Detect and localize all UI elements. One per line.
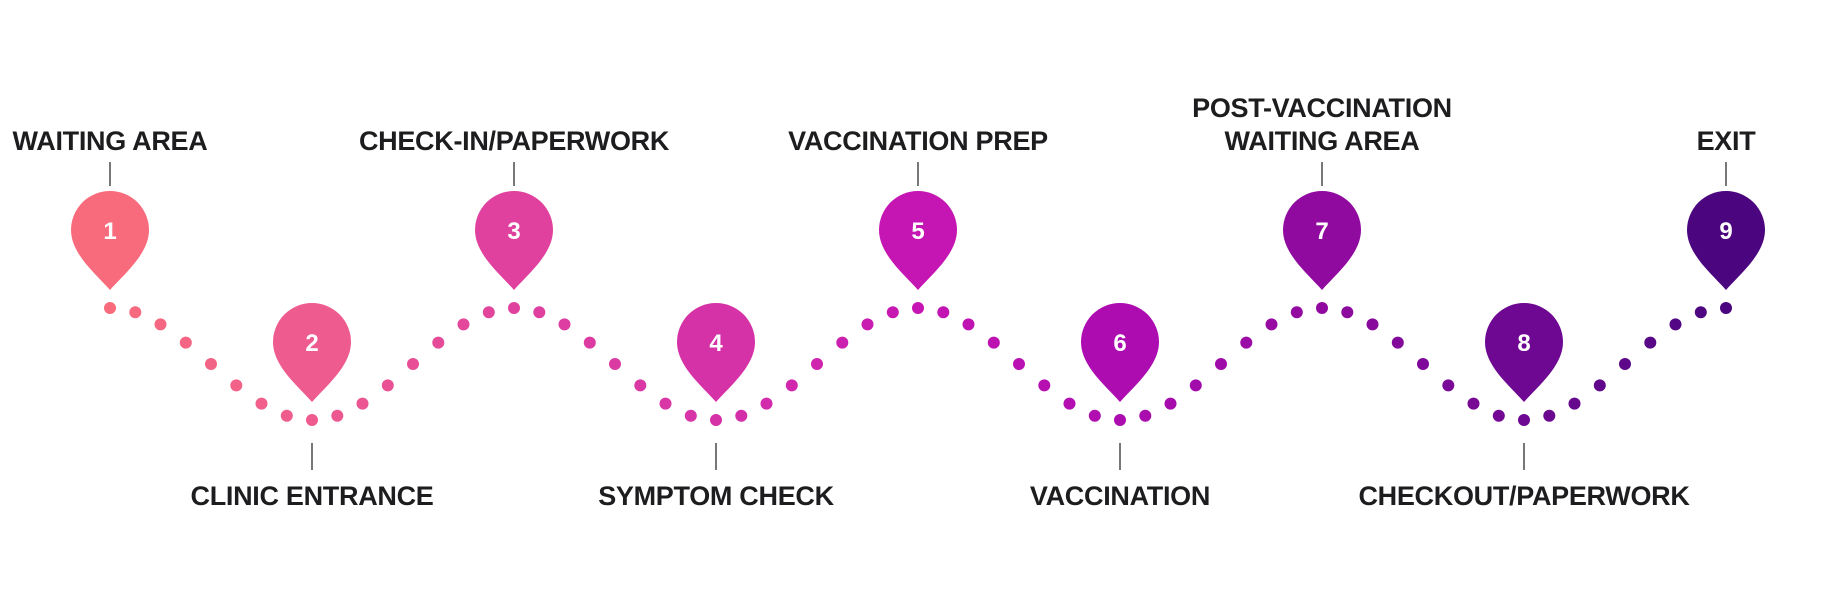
path-dot <box>533 306 546 319</box>
path-dot <box>1189 379 1202 392</box>
label-connectors <box>109 162 1727 470</box>
path-dot <box>861 318 874 331</box>
path-dot <box>1290 306 1303 319</box>
path-dot <box>1593 379 1606 392</box>
step-label: VACCINATION <box>1030 481 1210 511</box>
path-dot <box>482 306 495 319</box>
path-dot <box>1038 379 1051 392</box>
step-label: WAITING AREA <box>13 126 208 156</box>
step-number: 6 <box>1113 330 1126 357</box>
location-pin-icon <box>71 190 149 290</box>
path-dot <box>836 336 849 349</box>
path-dot <box>1492 409 1505 422</box>
path-dot <box>432 336 445 349</box>
path-dot <box>205 358 217 370</box>
step-number: 8 <box>1517 330 1530 357</box>
step-label: VACCINATION PREP <box>788 126 1048 156</box>
step-label: SYMPTOM CHECK <box>598 481 834 511</box>
step-number: 2 <box>305 330 318 357</box>
path-dot <box>1316 302 1328 314</box>
path-dot <box>886 306 899 319</box>
step-labels: WAITING AREA CLINIC ENTRANCE CHECK-IN/PAPE… <box>13 93 1757 511</box>
path-dot <box>987 336 1000 349</box>
step-number: 4 <box>709 330 723 357</box>
location-pin-icon <box>1283 191 1361 290</box>
path-dot <box>1543 409 1556 422</box>
step-number: 5 <box>911 218 924 245</box>
path-dot <box>457 318 470 331</box>
path-dot <box>710 414 722 426</box>
path-dot <box>255 397 268 410</box>
step-number: 9 <box>1719 218 1732 245</box>
location-pin-icon <box>475 191 553 290</box>
path-dot <box>306 414 318 426</box>
path-dot <box>104 302 116 314</box>
step-label: POST-VACCINATION <box>1192 93 1452 123</box>
location-pin-icon <box>677 303 755 402</box>
path-dot <box>1265 318 1278 331</box>
step-number: 1 <box>103 218 116 245</box>
step-number: 7 <box>1315 218 1328 245</box>
step-label: CLINIC ENTRANCE <box>191 481 434 511</box>
path-dot <box>1669 318 1682 331</box>
path-dot <box>1568 397 1581 410</box>
step-label: EXIT <box>1697 126 1757 156</box>
path-dot <box>1215 358 1227 370</box>
path-dot <box>1442 379 1455 392</box>
path-dot <box>1391 336 1404 349</box>
path-dot <box>1467 397 1480 410</box>
step-label: WAITING AREA <box>1225 126 1420 156</box>
path-dot <box>1518 414 1530 426</box>
step-label: CHECKOUT/PAPERWORK <box>1358 481 1690 511</box>
path-dot <box>609 358 621 370</box>
path-dot <box>1417 358 1429 370</box>
path-dot <box>1063 397 1076 410</box>
path-dot <box>381 379 394 392</box>
step-pins: 1 2 3 4 5 6 7 8 9 <box>71 190 1765 402</box>
path-dot <box>280 409 293 422</box>
location-pin-icon <box>273 303 351 402</box>
path-dot <box>1720 302 1732 314</box>
path-dot <box>785 379 798 392</box>
location-pin-icon <box>879 191 957 290</box>
path-dot <box>811 358 823 370</box>
path-dot <box>129 306 142 319</box>
step-label: CHECK-IN/PAPERWORK <box>359 126 670 156</box>
path-dot <box>356 397 369 410</box>
path-dot <box>962 318 975 331</box>
path-dot <box>179 336 192 349</box>
location-pin-icon <box>1081 303 1159 402</box>
path-dot <box>583 336 596 349</box>
step-number: 3 <box>507 218 520 245</box>
path-dot <box>1619 358 1631 370</box>
path-dot <box>684 409 697 422</box>
path-dot <box>508 302 520 314</box>
path-dot <box>760 397 773 410</box>
path-dot <box>407 358 419 370</box>
path-dot <box>331 409 344 422</box>
path-dot <box>634 379 647 392</box>
path-dot <box>1644 336 1657 349</box>
path-dot <box>154 318 167 331</box>
path-dot <box>1366 318 1379 331</box>
path-dot <box>558 318 571 331</box>
path-dot <box>912 302 924 314</box>
path-dot <box>1341 306 1354 319</box>
path-dot <box>735 409 748 422</box>
path-dot <box>1694 306 1707 319</box>
path-dot <box>937 306 950 319</box>
path-dot <box>230 379 243 392</box>
path-dot <box>1114 414 1126 426</box>
path-dot <box>1013 358 1025 370</box>
path-dot <box>1164 397 1177 410</box>
path-dot <box>659 397 672 410</box>
path-dot <box>1088 409 1101 422</box>
dotted-path <box>104 302 1732 426</box>
path-dot <box>1240 336 1253 349</box>
location-pin-icon <box>1485 303 1563 402</box>
location-pin-icon <box>1687 191 1765 290</box>
path-dot <box>1139 409 1152 422</box>
